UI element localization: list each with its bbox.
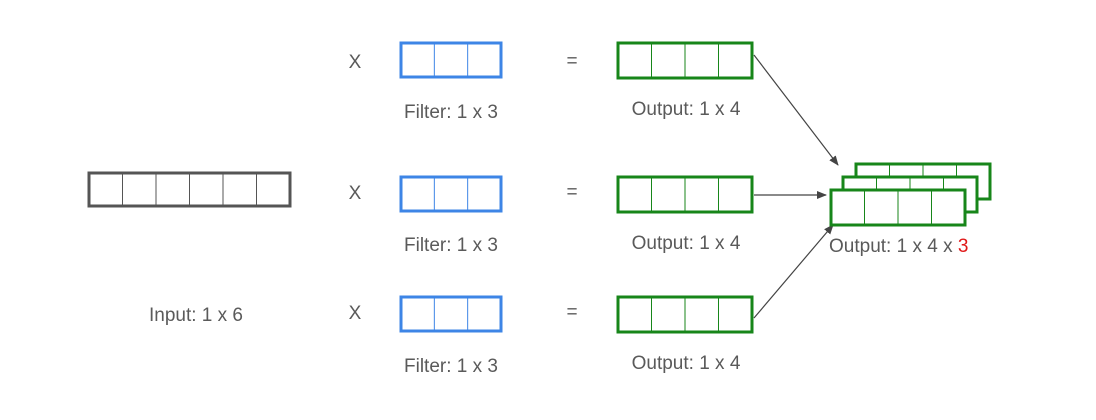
vector-frame xyxy=(399,41,503,79)
equals-sign: = xyxy=(566,51,577,72)
filter-label: Filter: 1 x 3 xyxy=(404,235,498,256)
vector-frame xyxy=(399,295,503,333)
output-vector xyxy=(616,175,754,214)
equals-sign: = xyxy=(566,302,577,323)
filter-label: Filter: 1 x 3 xyxy=(404,356,498,377)
stacked-output-label: Output: 1 x 4 x 3 xyxy=(829,236,968,257)
input-vector xyxy=(87,171,292,208)
input-label: Input: 1 x 6 xyxy=(149,305,243,326)
filter-vector xyxy=(399,175,503,213)
equals-sign: = xyxy=(566,182,577,203)
output-label: Output: 1 x 4 xyxy=(632,233,741,254)
stacked-output-label-prefix: Output: 1 x 4 x xyxy=(829,236,958,257)
arrow-top xyxy=(753,54,839,166)
filter-vector xyxy=(399,295,503,333)
filter-vector xyxy=(399,41,503,79)
output-label: Output: 1 x 4 xyxy=(632,353,741,374)
output-vector xyxy=(616,41,754,80)
multiply-operator: X xyxy=(349,303,362,324)
output-label: Output: 1 x 4 xyxy=(632,99,741,120)
arrow-bottom xyxy=(753,224,834,319)
vector-frame xyxy=(399,175,503,213)
stacked-output xyxy=(829,162,992,227)
filter-label: Filter: 1 x 3 xyxy=(404,102,498,123)
stacked-output-label-highlight: 3 xyxy=(958,236,969,257)
multiply-operator: X xyxy=(349,183,362,204)
output-vector xyxy=(616,295,754,334)
multiply-operator: X xyxy=(349,52,362,73)
